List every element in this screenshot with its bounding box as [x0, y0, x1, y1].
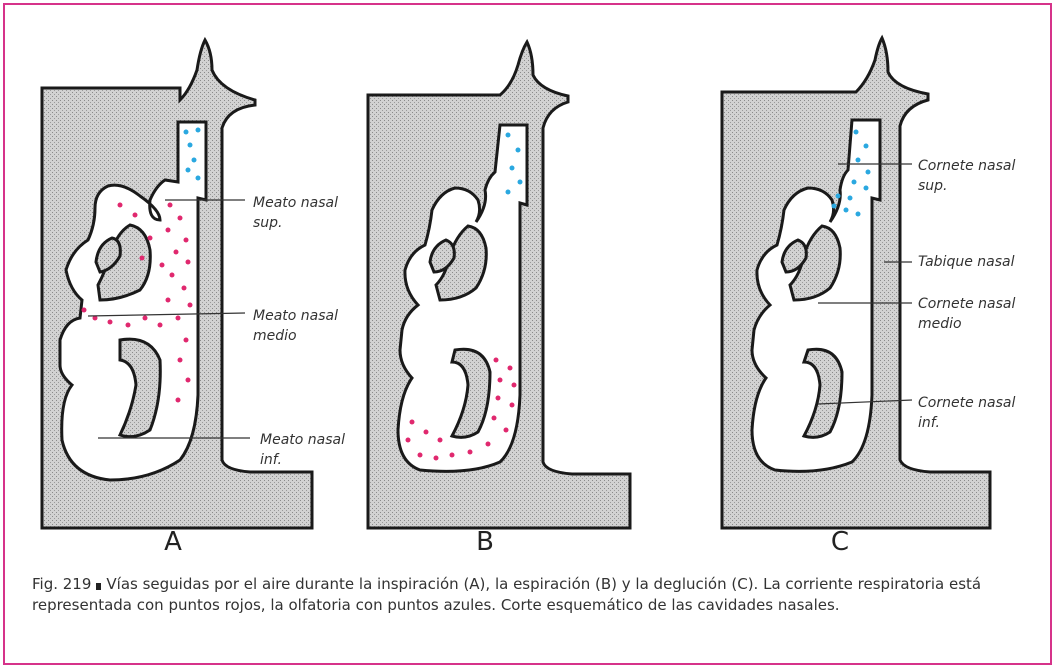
label-cornete-nasal-inf: Cornete nasal inf. [918, 393, 1015, 433]
caption-figure-number: Fig. 219 [32, 575, 91, 593]
label-meato-nasal-sup: Meato nasal sup. [253, 193, 338, 233]
label-meato-nasal-inf: Meato nasal inf. [260, 430, 345, 470]
nasal-cavity-figure [0, 0, 1059, 560]
panel-c-diagram [722, 38, 990, 528]
caption-text: Vías seguidas por el aire durante la ins… [32, 575, 981, 614]
panel-letter-b: B [465, 527, 505, 557]
panel-b-diagram [368, 42, 630, 528]
label-cornete-nasal-sup: Cornete nasal sup. [918, 156, 1015, 196]
label-tabique-nasal: Tabique nasal [918, 252, 1014, 272]
label-cornete-nasal-medio: Cornete nasal medio [918, 294, 1015, 334]
panel-letter-a: A [153, 527, 193, 557]
panel-letter-c: C [820, 527, 860, 557]
caption-bullet [96, 583, 101, 590]
label-meato-nasal-medio: Meato nasal medio [253, 306, 338, 346]
